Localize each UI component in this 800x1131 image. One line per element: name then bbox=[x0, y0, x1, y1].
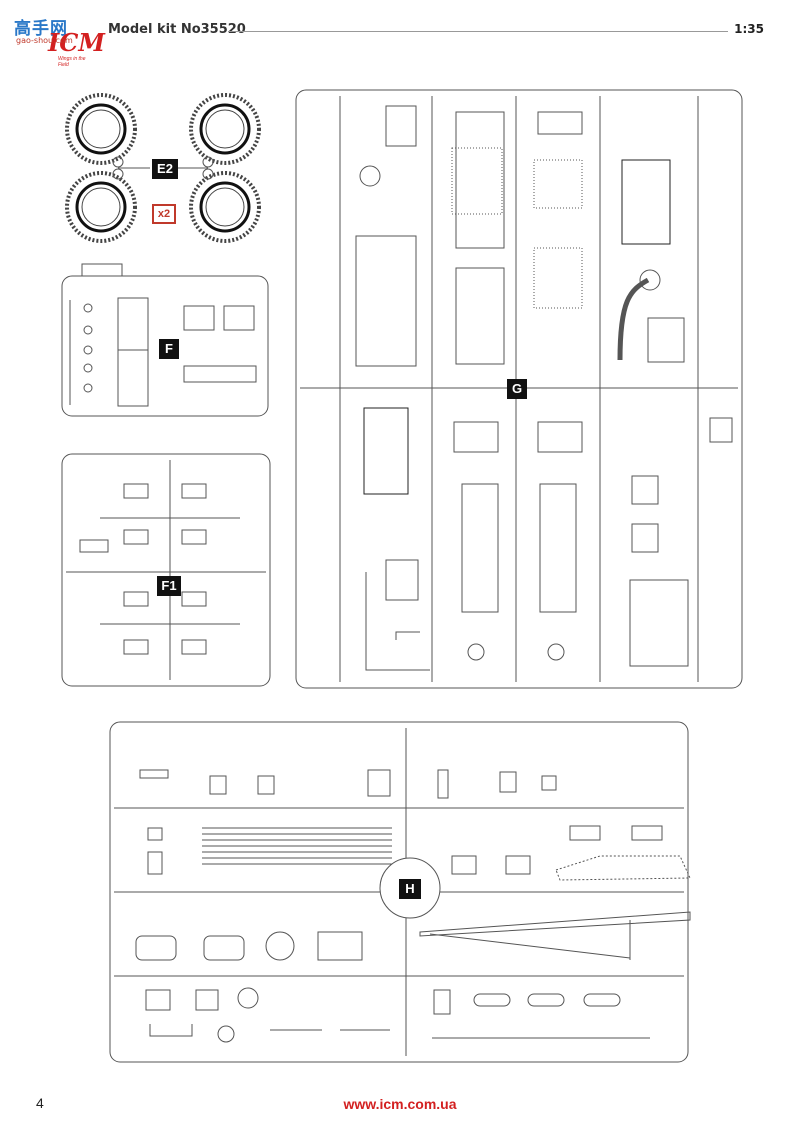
website-link[interactable]: www.icm.com.ua bbox=[343, 1096, 457, 1112]
tire bbox=[65, 93, 137, 165]
tire bbox=[189, 171, 261, 243]
sprue-label-f: F bbox=[159, 339, 179, 359]
sprue-label-h: H bbox=[399, 879, 421, 899]
icm-tagline: Wings in the Field bbox=[58, 56, 86, 68]
sprue-e2 bbox=[65, 93, 261, 243]
page-title: Model kit No35520 bbox=[108, 22, 246, 37]
tire bbox=[65, 171, 137, 243]
watermark-brand: 高手网 bbox=[14, 19, 68, 39]
sprue-label-f1: F1 bbox=[157, 576, 181, 596]
watermark-site: gao-shou.com bbox=[16, 36, 73, 45]
brand-logo: 高手网 ICM gao-shou.com Wings in the Field bbox=[6, 6, 105, 68]
tire bbox=[189, 93, 261, 165]
sprue-label-e2: E2 bbox=[152, 159, 178, 179]
scale-label: 1:35 bbox=[734, 22, 764, 36]
quantity-badge: x2 bbox=[152, 204, 176, 224]
sprue-f bbox=[61, 263, 269, 417]
icm-logo: ICM bbox=[48, 28, 105, 57]
rod-bundle bbox=[202, 827, 392, 865]
page-number: 4 bbox=[36, 1095, 44, 1111]
sprue-label-g: G bbox=[507, 379, 527, 399]
header-rule bbox=[228, 31, 728, 32]
sprue-f1 bbox=[61, 453, 271, 687]
